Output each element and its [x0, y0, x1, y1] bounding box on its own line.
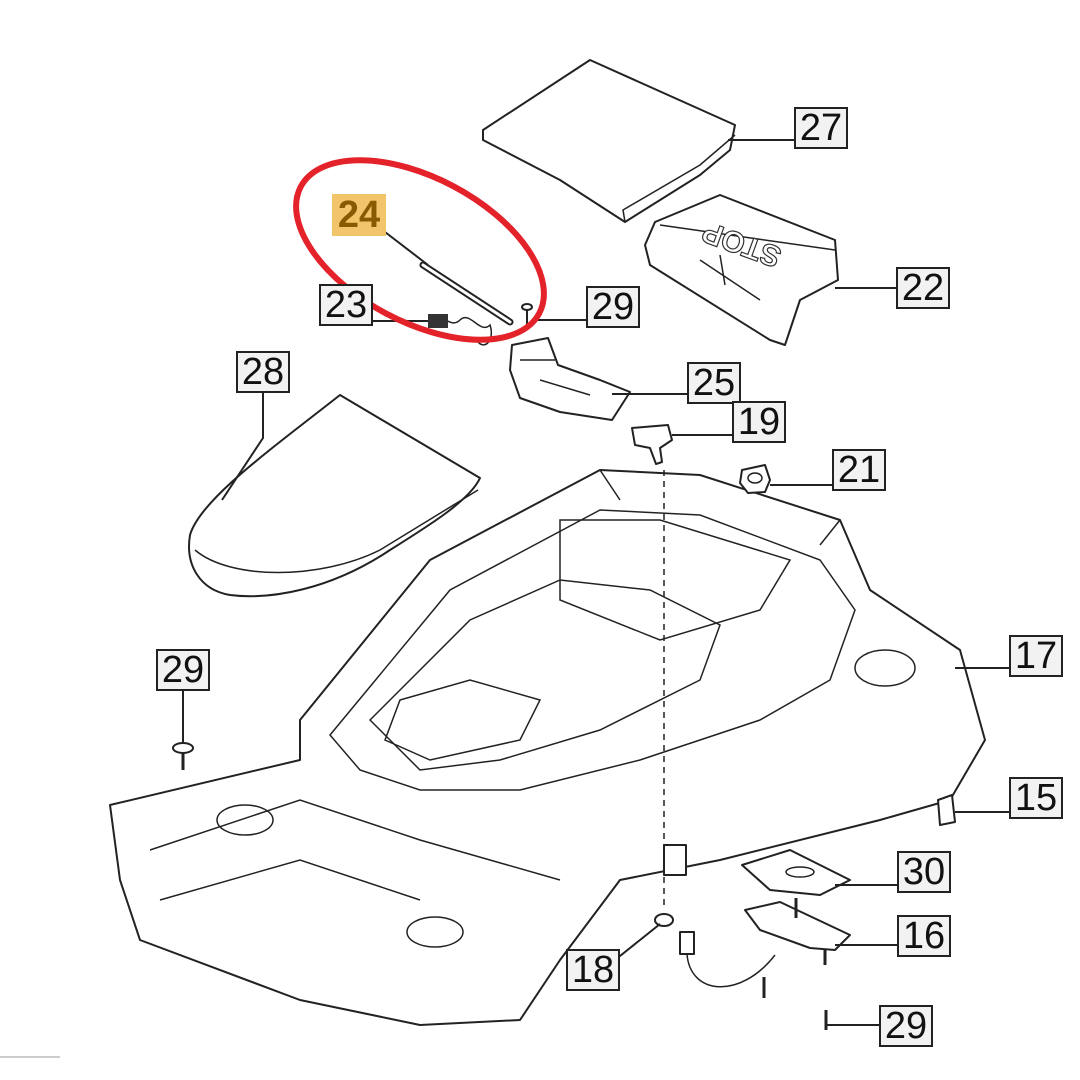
callout-label: 25	[693, 362, 735, 404]
highlight-circle	[293, 157, 547, 343]
leader-lines	[182, 139, 1010, 1026]
callout-30[interactable]: 30	[897, 851, 951, 893]
callout-27[interactable]: 27	[794, 107, 848, 149]
callout-23[interactable]: 23	[319, 284, 373, 326]
magnet	[654, 470, 776, 988]
callout-label: 29	[162, 649, 204, 691]
callout-24[interactable]: 24	[332, 194, 386, 236]
nut	[739, 464, 771, 494]
chassis-body	[109, 469, 986, 1026]
callout-19[interactable]: 19	[732, 401, 786, 443]
pin	[419, 261, 514, 326]
callout-29-bottom[interactable]: 29	[879, 1005, 933, 1047]
callout-label: 29	[592, 286, 634, 328]
lever	[631, 424, 673, 465]
top-cover	[482, 59, 736, 223]
callout-label: 22	[902, 267, 944, 309]
callout-label: 16	[903, 915, 945, 957]
callout-25[interactable]: 25	[687, 362, 741, 404]
sensor-board	[744, 898, 851, 965]
callout-16[interactable]: 16	[897, 915, 951, 957]
screw-top	[521, 303, 533, 325]
stop-button-housing: STOP	[644, 194, 839, 346]
clip	[937, 794, 956, 826]
callout-label: 15	[1015, 777, 1057, 819]
callout-label: 28	[242, 351, 284, 393]
screw-bottom	[762, 977, 828, 1030]
rear-cover	[188, 394, 481, 598]
callout-label: 30	[903, 851, 945, 893]
callout-label: 27	[800, 107, 842, 149]
callout-29-top[interactable]: 29	[586, 286, 640, 328]
callout-21[interactable]: 21	[832, 449, 886, 491]
callout-label: 23	[325, 284, 367, 326]
callout-29-left[interactable]: 29	[156, 649, 210, 691]
gasket	[741, 849, 851, 896]
callout-17[interactable]: 17	[1009, 635, 1063, 677]
callout-label: 29	[885, 1005, 927, 1047]
callout-18[interactable]: 18	[566, 949, 620, 991]
screw-left	[172, 742, 194, 770]
callout-label: 19	[738, 401, 780, 443]
callout-15[interactable]: 15	[1009, 777, 1063, 819]
callout-label: 18	[572, 949, 614, 991]
callout-22[interactable]: 22	[896, 267, 950, 309]
callout-label: 24	[338, 194, 380, 236]
callout-28[interactable]: 28	[236, 351, 290, 393]
callout-label: 21	[838, 449, 880, 491]
callout-label: 17	[1015, 635, 1057, 677]
bracket	[509, 337, 631, 421]
